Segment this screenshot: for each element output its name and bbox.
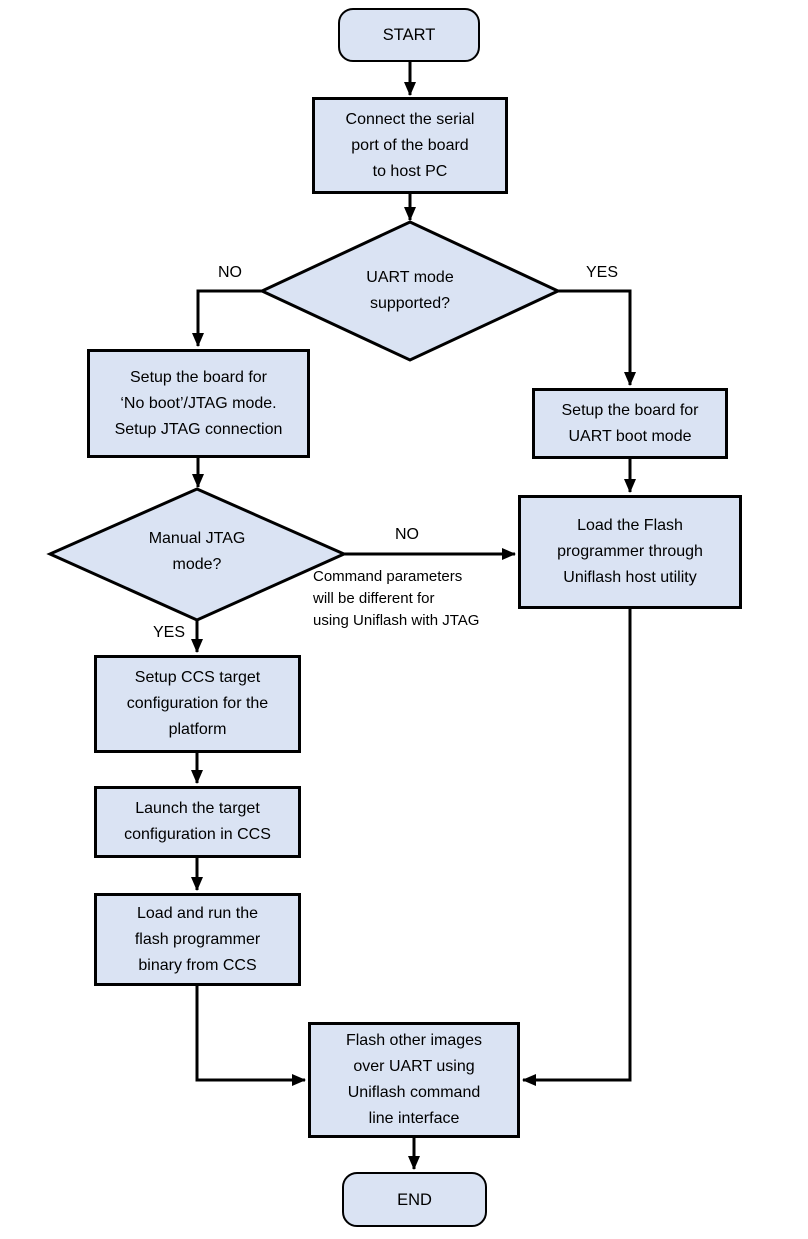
decision-manual-jtag-label: Manual JTAG mode? [107, 526, 287, 578]
node-setup-jtag: Setup the board for ‘No boot’/JTAG mode.… [87, 349, 310, 458]
edge-label-jtag-yes: YES [152, 624, 185, 641]
node-connect-serial: Connect the serial port of the board to … [312, 97, 508, 194]
decision-manual-jtag-text: Manual JTAG mode? [148, 530, 246, 573]
decision-uart-mode-text: UART mode supported? [366, 269, 454, 312]
node-load-run: Load and run the flash programmer binary… [94, 893, 301, 986]
node-setup-jtag-label: Setup the board for ‘No boot’/JTAG mode.… [114, 368, 283, 438]
edge-uart-no-to-setup-jtag [192, 289, 262, 347]
node-flash-other-label: Flash other images over UART using Unifl… [345, 1032, 483, 1127]
node-end: END [342, 1172, 487, 1227]
node-load-flash-label: Load the Flash programmer through Unifla… [557, 517, 703, 586]
node-launch-target: Launch the target configuration in CCS [94, 786, 301, 858]
decision-uart-mode-label: UART mode supported? [320, 265, 500, 317]
node-start: START [338, 8, 480, 62]
node-connect-serial-label: Connect the serial port of the board to … [345, 110, 475, 180]
node-launch-target-label: Launch the target configuration in CCS [124, 800, 271, 843]
edge-label-uart-no: NO [218, 264, 242, 281]
edge-label-uart-yes: YES [585, 264, 618, 281]
edge-load-flash-to-flash-other [522, 609, 632, 1086]
node-load-flash: Load the Flash programmer through Unifla… [518, 495, 742, 609]
edge-load-run-to-flash-other [195, 986, 306, 1086]
node-setup-uart: Setup the board for UART boot mode [532, 388, 728, 459]
node-start-label: START [382, 26, 436, 44]
node-setup-ccs-label: Setup CCS target configuration for the p… [126, 669, 269, 738]
node-setup-uart-label: Setup the board for UART boot mode [561, 401, 699, 445]
node-load-run-label: Load and run the flash programmer binary… [134, 904, 261, 974]
annotation-uniflash-jtag: Command parameters will be different for… [313, 568, 480, 629]
decision-uart-mode-shape [258, 220, 562, 362]
edge-uart-yes-to-setup-uart [558, 289, 636, 386]
node-end-label: END [397, 1190, 432, 1209]
node-setup-ccs: Setup CCS target configuration for the p… [94, 655, 301, 753]
edge-label-jtag-no: NO [395, 526, 419, 543]
node-flash-other: Flash other images over UART using Unifl… [308, 1022, 520, 1138]
